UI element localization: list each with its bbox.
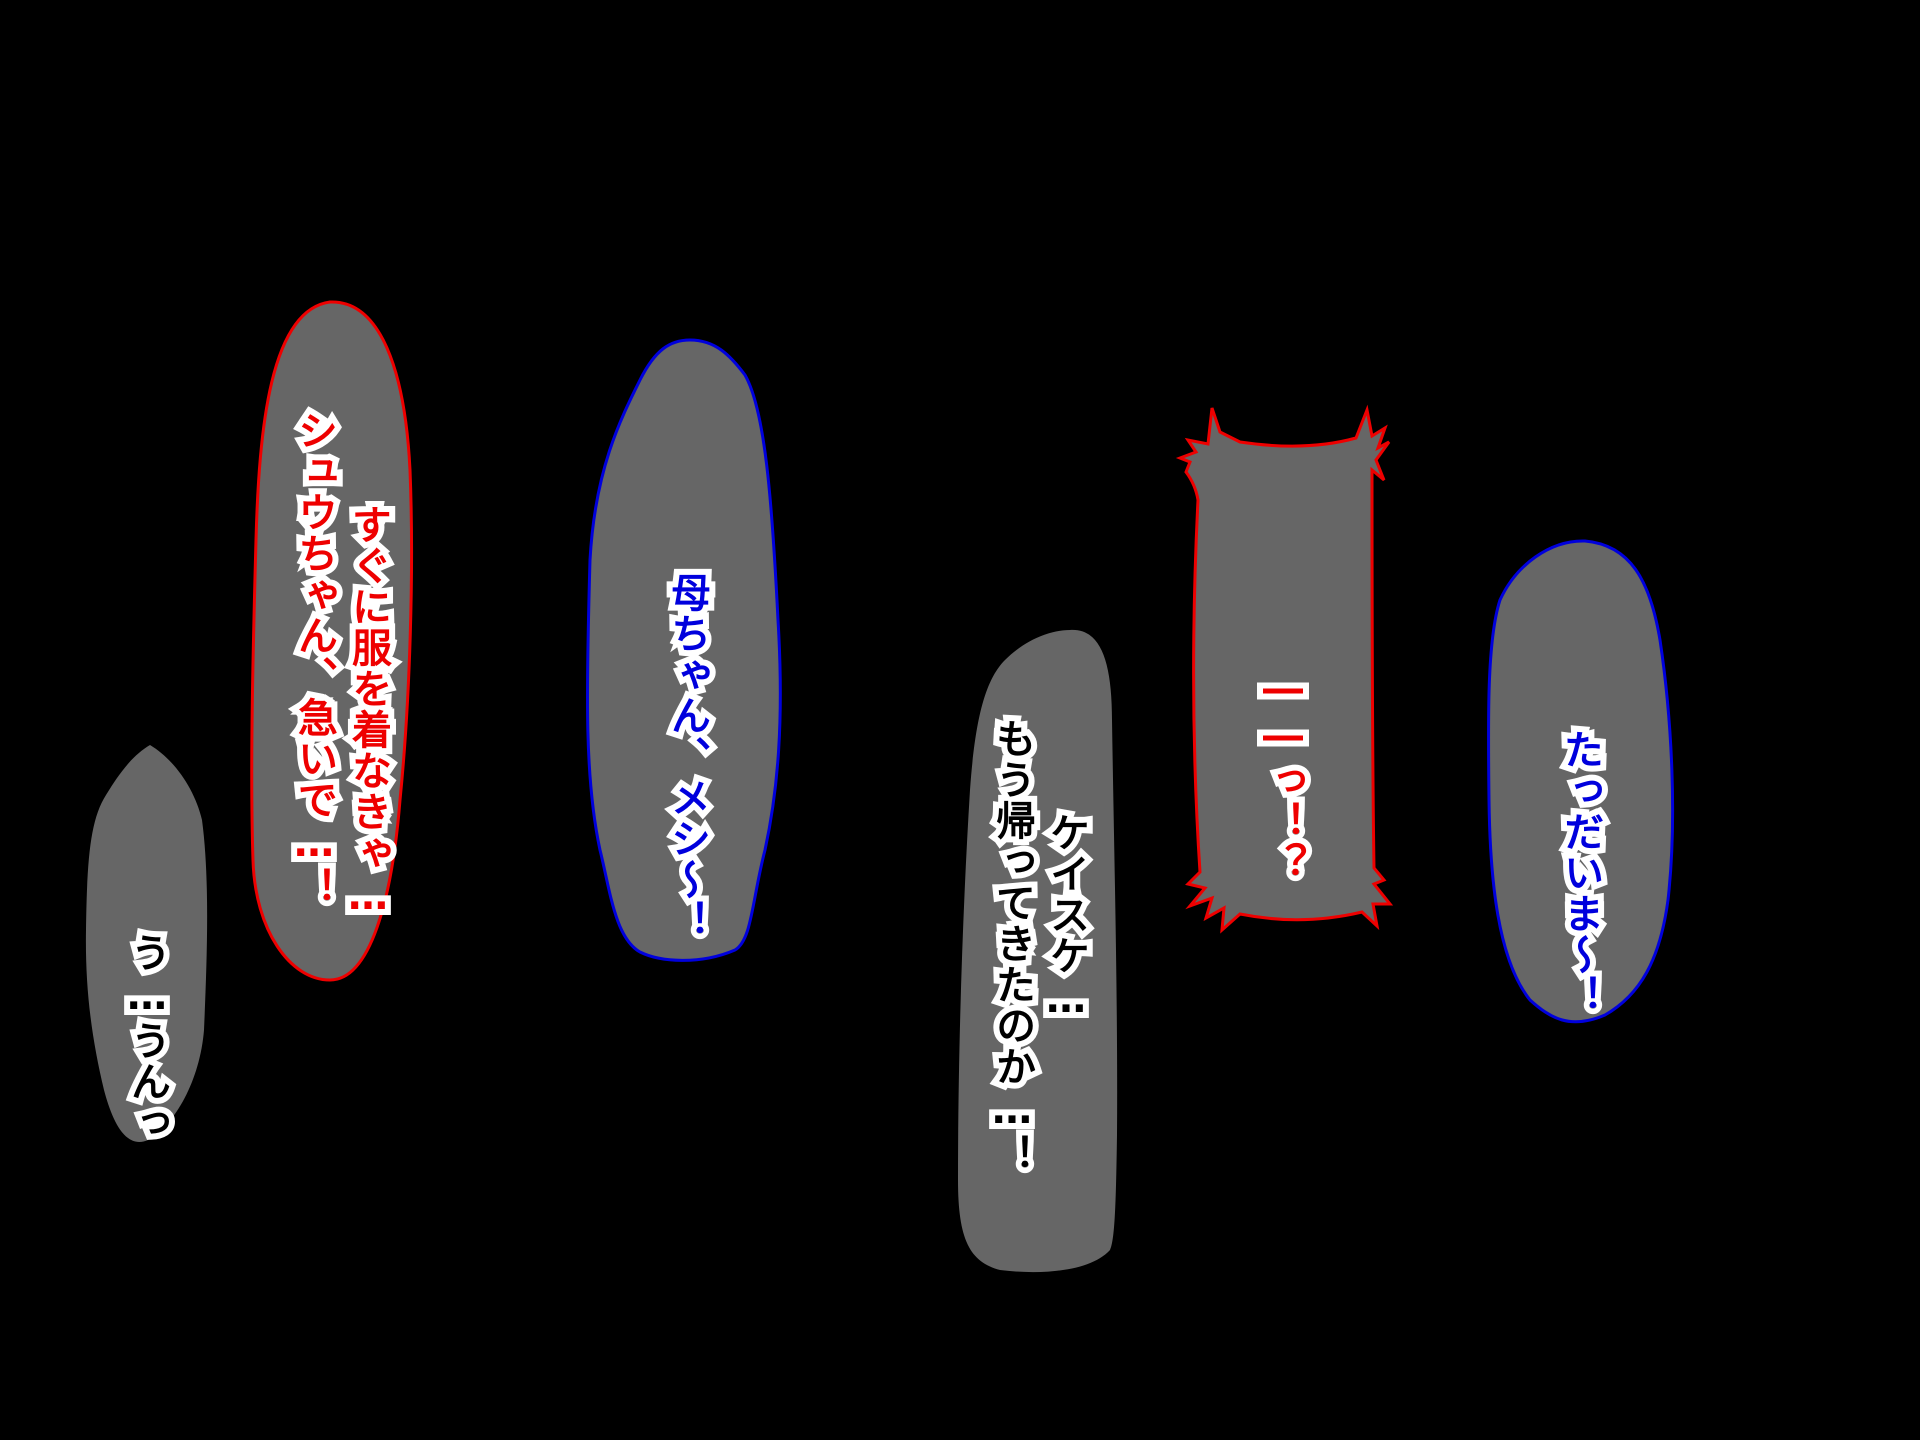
bubble-a-text: う…うんっ xyxy=(118,838,228,1149)
bubble-c-line-1: 母ちゃん、メシ～！ xyxy=(658,566,716,947)
bubble-e-text: ――っ！？ xyxy=(1254,572,1364,889)
speech-bubble-f xyxy=(1486,539,1675,1024)
speech-bubble-c xyxy=(585,338,782,962)
bubble-c-text: 母ちゃん、メシ～！ xyxy=(658,478,768,947)
bubble-d-line-1: ケイスケ… xyxy=(1037,806,1095,1029)
speech-bubble-a xyxy=(85,745,208,1142)
bubble-f-text: たっだいま～！ xyxy=(1551,635,1661,1022)
bubble-b-line-1: すぐに服を着なきゃ… xyxy=(339,498,397,926)
speech-bubble-e xyxy=(1175,404,1394,934)
speech-bubble-b xyxy=(250,300,414,982)
bubble-f-line-1: たっだいま～！ xyxy=(1551,723,1609,1022)
speech-bubble-d xyxy=(958,629,1118,1273)
bubble-b-line-2: シュウちゃん、急いで…！ xyxy=(285,404,343,914)
bubble-b-text: すぐに服を着なきゃ…シュウちゃん、急いで…！ xyxy=(285,404,449,926)
bubble-d-text: ケイスケ…もう帰ってきたのか…！ xyxy=(983,712,1147,1181)
bubble-e-line-1: ――っ！？ xyxy=(1254,660,1312,889)
bubble-a-line-1: う…うんっ xyxy=(118,926,176,1149)
bubble-d-line-2: もう帰ってきたのか…！ xyxy=(983,712,1041,1181)
